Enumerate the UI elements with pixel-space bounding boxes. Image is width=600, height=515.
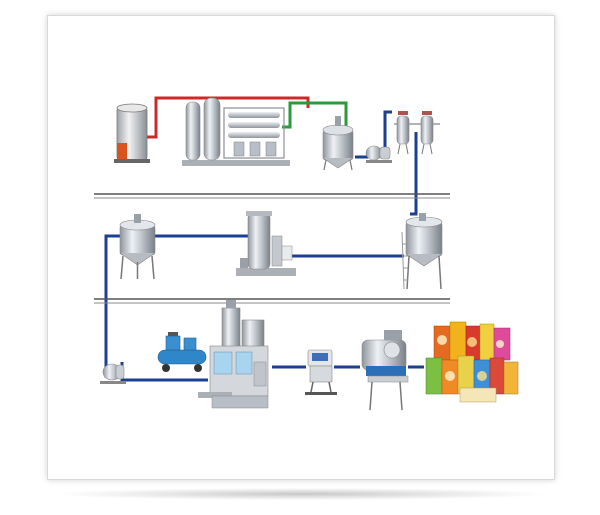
green-pipe bbox=[282, 101, 348, 129]
filter-pair bbox=[394, 111, 440, 155]
finished-cartons bbox=[425, 321, 519, 403]
blue-pipe-left-down bbox=[104, 234, 120, 378]
blue-pipe-down bbox=[410, 132, 418, 216]
storage-tank-left bbox=[119, 214, 156, 280]
inkjet-coder bbox=[305, 349, 337, 395]
uht-sterilizer bbox=[236, 211, 296, 276]
red-pipe bbox=[146, 96, 310, 139]
air-compressor bbox=[157, 332, 207, 372]
steam-boiler bbox=[114, 103, 150, 163]
feed-pump bbox=[100, 363, 126, 384]
blue-pipe-filter bbox=[383, 110, 392, 152]
aseptic-filling-machine bbox=[198, 300, 269, 409]
water-treatment-system bbox=[182, 97, 290, 166]
frame-floor-shadow bbox=[58, 488, 544, 500]
row-dividers bbox=[94, 193, 450, 304]
storage-tank-right bbox=[401, 213, 443, 290]
transfer-pump bbox=[365, 145, 392, 163]
straw-applicator bbox=[361, 330, 409, 411]
mixing-tank bbox=[322, 116, 354, 171]
